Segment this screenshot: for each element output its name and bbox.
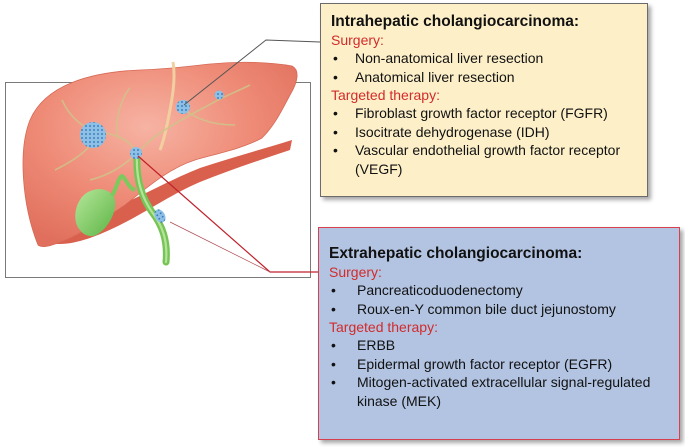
- list-item-line: Mitogen-activated extracellular signal-r…: [357, 374, 651, 390]
- list-item: ERBB: [329, 336, 669, 355]
- list-item: Roux-en-Y common bile duct jejunostomy: [329, 300, 669, 319]
- extrahepatic-surgery-label: Surgery:: [329, 264, 382, 280]
- tumor-large: [80, 122, 106, 148]
- list-item: Anatomical liver resection: [331, 68, 637, 87]
- extrahepatic-box: Extrahepatic cholangiocarcinoma: Surgery…: [318, 227, 680, 440]
- list-item-line: (VEGF): [355, 160, 403, 177]
- tumor-left-lobe-small: [214, 90, 224, 100]
- gallbladder: [75, 189, 116, 237]
- intrahepatic-surgery-list: Non-anatomical liver resection Anatomica…: [331, 49, 637, 86]
- list-item: Fibroblast growth factor receptor (FGFR): [331, 104, 637, 123]
- intrahepatic-therapy-label: Targeted therapy:: [331, 87, 440, 103]
- list-item: Non-anatomical liver resection: [331, 49, 637, 68]
- list-item-line: Vascular endothelial growth factor recep…: [355, 142, 621, 158]
- list-item: Isocitrate dehydrogenase (IDH): [331, 123, 637, 142]
- falciform-ligament: [158, 61, 176, 151]
- list-item: Mitogen-activated extracellular signal-r…: [329, 373, 669, 410]
- intrahepatic-callout-line: [183, 39, 321, 106]
- list-item: Vascular endothelial growth factor recep…: [331, 141, 637, 178]
- intrahepatic-therapy-list: Fibroblast growth factor receptor (FGFR)…: [331, 104, 637, 178]
- intrahepatic-box: Intrahepatic cholangiocarcinoma: Surgery…: [320, 3, 648, 197]
- list-item: Pancreaticoduodenectomy: [329, 281, 669, 300]
- extrahepatic-title: Extrahepatic cholangiocarcinoma:: [329, 245, 583, 262]
- tumor-hilar: [130, 147, 142, 159]
- extrahepatic-therapy-label: Targeted therapy:: [329, 319, 438, 335]
- extrahepatic-therapy-list: ERBB Epidermal growth factor receptor (E…: [329, 336, 669, 410]
- cystic-duct: [110, 173, 136, 197]
- extrahepatic-surgery-list: Pancreaticoduodenectomy Roux-en-Y common…: [329, 281, 669, 318]
- tumor-distal-duct: [154, 209, 166, 223]
- list-item: Epidermal growth factor receptor (EGFR): [329, 355, 669, 374]
- intrahepatic-title: Intrahepatic cholangiocarcinoma:: [331, 13, 580, 30]
- list-item-line: kinase (MEK): [357, 392, 442, 409]
- extrahepatic-callout-line-2: [169, 221, 271, 273]
- intrahepatic-surgery-label: Surgery:: [331, 32, 384, 48]
